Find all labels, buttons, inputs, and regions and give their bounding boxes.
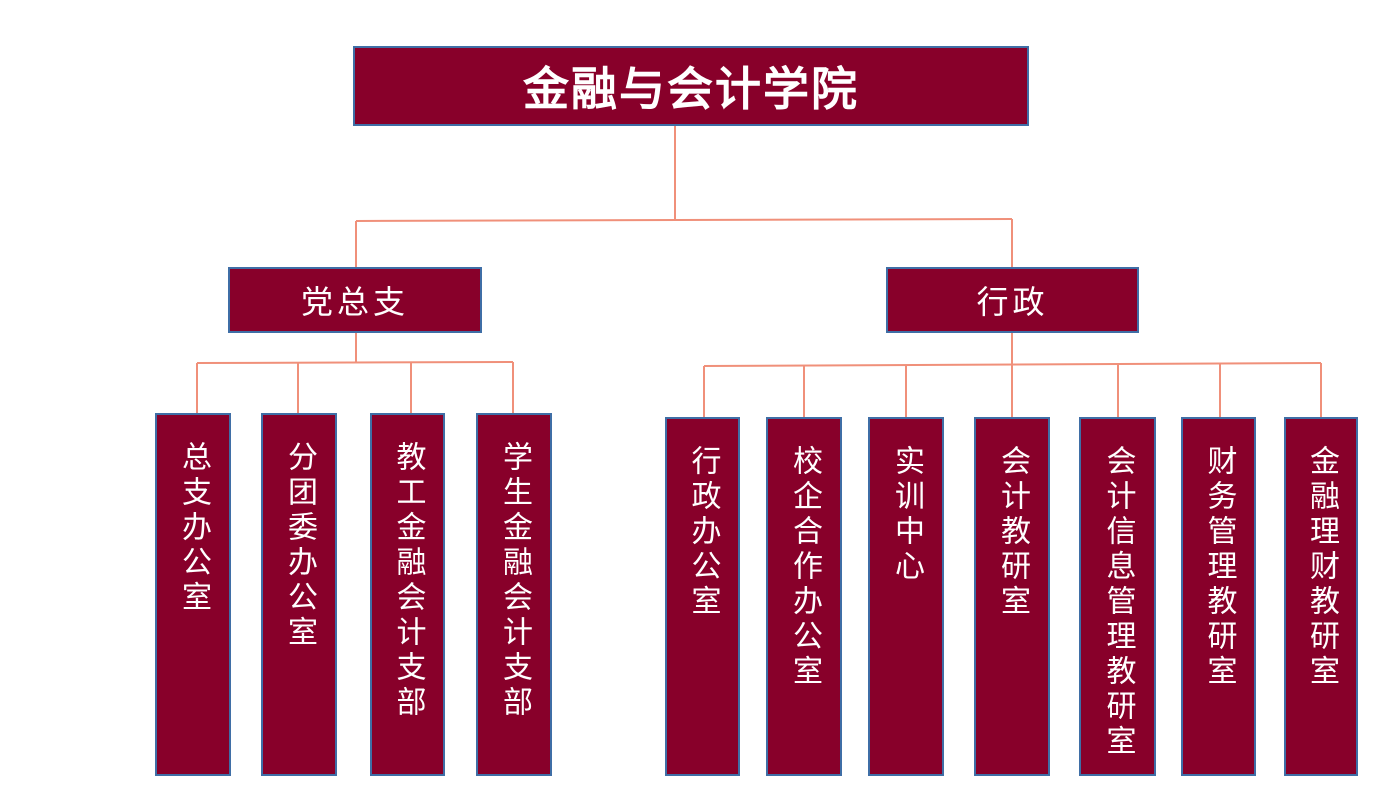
branch-node-admin: 行政 [886,267,1139,333]
branch-label: 行政 [976,283,1049,321]
leaf-label: 总支办公室 [176,441,211,616]
leaf-node: 行政办公室 [665,417,740,776]
root-node: 金融与会计学院 [353,46,1029,126]
branch-label: 党总支 [300,283,409,321]
leaf-node: 金融理财教研室 [1284,417,1358,776]
leaf-label: 会计信息管理教研室 [1100,445,1136,760]
root-label: 金融与会计学院 [523,62,859,116]
leaf-label: 分团委办公室 [282,441,317,651]
leaf-node: 财务管理教研室 [1181,417,1256,776]
leaf-node: 会计教研室 [974,417,1050,776]
leaf-node: 分团委办公室 [261,413,337,776]
leaf-label: 学生金融会计支部 [497,441,532,721]
leaf-node: 学生金融会计支部 [476,413,552,776]
leaf-label: 校企合作办公室 [787,445,822,690]
leaf-label: 实训中心 [889,445,924,585]
leaf-label: 金融理财教研室 [1304,445,1339,690]
leaf-node: 校企合作办公室 [766,417,842,776]
branch-node-party: 党总支 [228,267,482,333]
leaf-label: 会计教研室 [995,445,1030,620]
leaf-node: 会计信息管理教研室 [1079,417,1156,776]
leaf-label: 行政办公室 [685,445,721,620]
leaf-node: 实训中心 [868,417,944,776]
leaf-label: 教工金融会计支部 [390,441,426,721]
leaf-node: 总支办公室 [155,413,231,776]
leaf-label: 财务管理教研室 [1201,445,1237,690]
leaf-node: 教工金融会计支部 [370,413,445,776]
